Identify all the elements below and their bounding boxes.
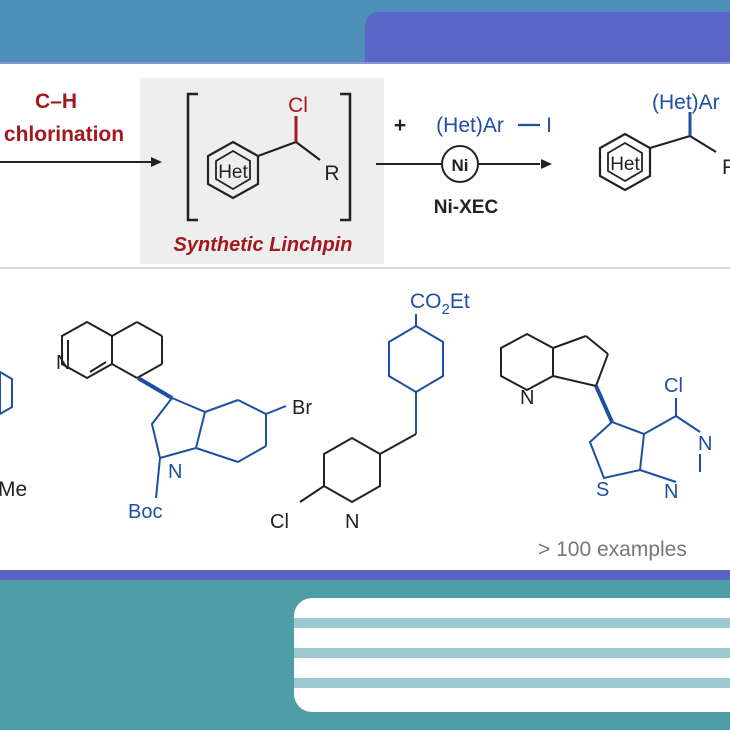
step2-arrowhead [541, 159, 552, 169]
reagent-plus: + [394, 114, 406, 137]
ni-catalyst-circle [441, 145, 479, 183]
ni-catalyst-label: Ni [452, 156, 469, 175]
ex1-me-label: Me [0, 478, 27, 501]
ex2-n-label: N [56, 352, 70, 374]
reagent-name: (Het)Ar [436, 114, 504, 137]
intermediate-bond-ch [257, 140, 297, 158]
right-bracket [340, 92, 352, 222]
intermediate-cl-label: Cl [288, 94, 308, 117]
ex2-boc-label: Boc [128, 501, 162, 523]
bottom-strip [0, 570, 730, 580]
ex4-n2-label: N [698, 433, 712, 455]
ex4-n3-label: N [664, 481, 678, 503]
step1-label-line1: C–H [35, 90, 77, 113]
ex3-co2et-label: CO2Et [410, 290, 470, 318]
reagent-halide: I [546, 114, 552, 137]
ex3-cl-label: Cl [270, 511, 289, 533]
examples-count-caption: > 100 examples [538, 538, 687, 561]
step1-arrowhead [151, 157, 162, 167]
example-4-structure [500, 332, 701, 483]
left-bracket [186, 92, 198, 222]
catalyst-name: Ni-XEC [434, 197, 499, 218]
stripe-3 [294, 678, 730, 688]
ex4-cl-label: Cl [664, 375, 683, 397]
product-bond-ch [649, 134, 691, 150]
intermediate-bond-r [295, 141, 321, 161]
ex4-s-label: S [596, 479, 609, 501]
product-inner-ring [607, 141, 643, 183]
ex2-br-label: Br [292, 397, 312, 419]
linchpin-box [140, 78, 384, 264]
ex4-n-label: N [520, 387, 534, 409]
product-het-label: Het [610, 154, 640, 175]
product-top-label: (Het)Ar [652, 91, 720, 114]
ex3-n-label: N [345, 511, 359, 533]
product-bond-r [689, 135, 717, 153]
example-2-structure [61, 320, 287, 499]
stripe-2 [294, 648, 730, 658]
reaction-panel: C–H chlorination Het Cl R Synthetic Linc… [0, 62, 730, 572]
intermediate-het-label: Het [218, 162, 248, 183]
intermediate-r-label: R [324, 162, 339, 185]
stripe-1 [294, 618, 730, 628]
step1-label-line2: chlorination [4, 123, 124, 146]
example-3-structure [299, 314, 444, 504]
ex2-indole-n-label: N [168, 461, 182, 483]
ex1-ring [0, 370, 13, 416]
reaction-scheme-svg: C–H chlorination Het Cl R Synthetic Linc… [0, 78, 730, 561]
intermediate-inner-ring [215, 149, 251, 191]
linchpin-caption: Synthetic Linchpin [174, 234, 353, 256]
product-r-label: R [722, 156, 730, 179]
striped-card [294, 598, 730, 712]
